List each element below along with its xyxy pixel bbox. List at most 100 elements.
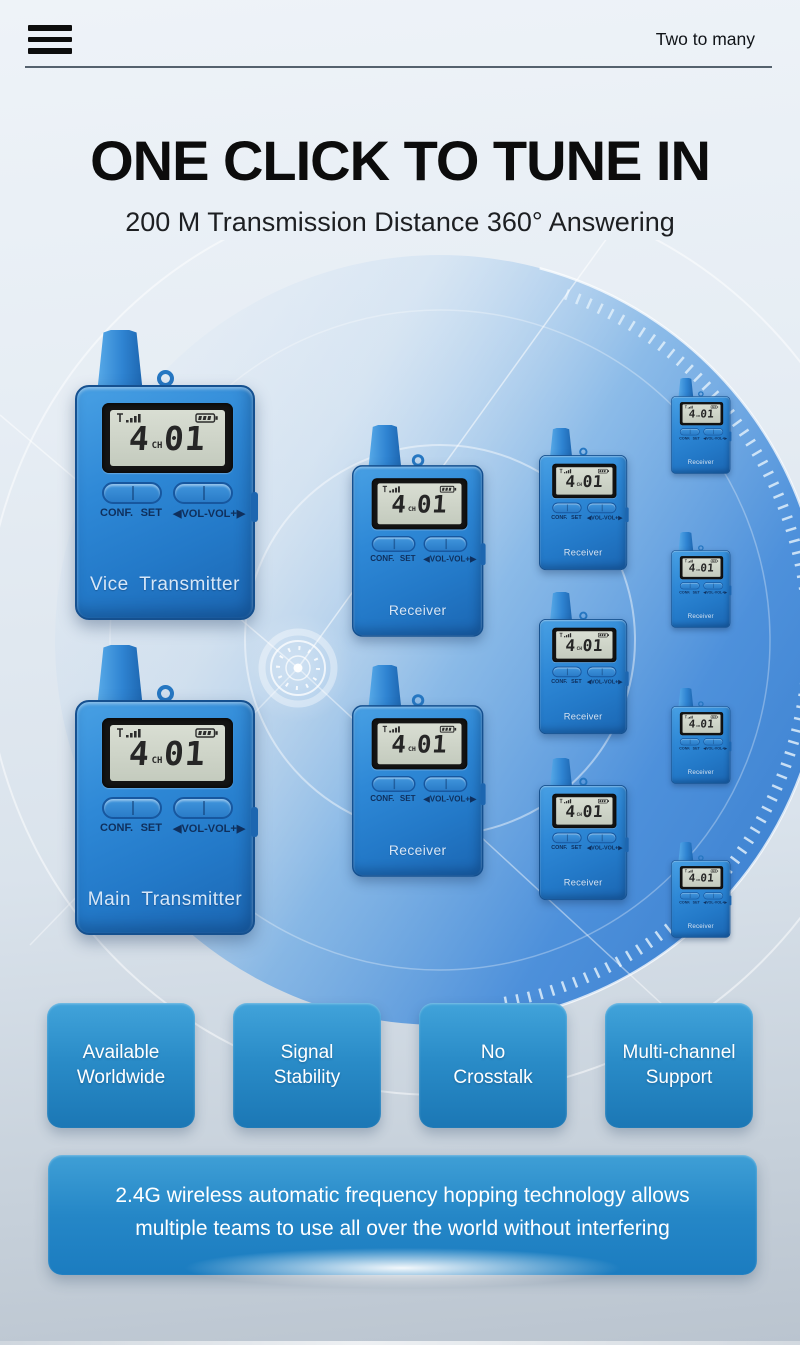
side-button xyxy=(729,895,732,906)
conf-set-button xyxy=(102,482,162,504)
device-label: Receiver xyxy=(687,922,714,930)
device-label: Main Transmitter xyxy=(87,889,243,910)
battery-icon xyxy=(597,632,610,638)
antenna xyxy=(549,428,573,460)
technology-banner: 2.4G wireless automatic frequency hoppin… xyxy=(48,1155,757,1289)
lanyard-loop xyxy=(411,694,425,707)
signal-strength-icon xyxy=(559,468,574,474)
lanyard-loop xyxy=(579,611,588,620)
header-tagline: Two to many xyxy=(655,29,755,49)
antenna xyxy=(549,592,573,624)
page-subtitle: 200 M Transmission Distance 360° Answeri… xyxy=(125,207,675,237)
side-button xyxy=(729,585,732,596)
lanyard-loop xyxy=(411,454,425,467)
signal-strength-icon xyxy=(684,869,695,873)
battery-icon xyxy=(710,869,719,873)
lanyard-loop xyxy=(698,855,704,861)
antenna xyxy=(549,758,573,790)
feature-cards: Available Worldwide Signal Stability No … xyxy=(0,1003,800,1128)
footer-strip xyxy=(0,1341,800,1345)
conf-set-button xyxy=(679,738,700,746)
battery-icon xyxy=(439,485,458,493)
button-labels: CONF.SET ◀VOL-VOL+▶ xyxy=(551,844,623,852)
device-label: Receiver xyxy=(388,843,447,859)
side-button xyxy=(625,671,629,687)
signal-strength-icon xyxy=(684,559,695,563)
signal-strength-icon xyxy=(559,798,574,804)
antenna xyxy=(678,532,694,554)
conf-set-button xyxy=(371,775,416,793)
menu-bar xyxy=(28,25,72,31)
lanyard-loop xyxy=(579,777,588,786)
page-title: ONE CLICK TO TUNE IN xyxy=(90,129,711,192)
volume-button xyxy=(703,892,724,900)
feature-card-available-worldwide: Available Worldwide xyxy=(47,1003,195,1128)
antenna xyxy=(97,645,143,709)
side-button xyxy=(251,492,258,522)
battery-icon xyxy=(195,728,219,738)
header-divider xyxy=(25,66,772,68)
volume-button xyxy=(173,797,233,819)
battery-icon xyxy=(597,468,610,474)
conf-set-button xyxy=(679,892,700,900)
device-label: Receiver xyxy=(687,768,714,776)
antenna xyxy=(678,378,694,400)
side-button xyxy=(729,431,732,442)
side-button xyxy=(480,543,486,566)
button-labels: CONF.SET ◀VOL-VOL+▶ xyxy=(551,678,623,686)
device-label: Receiver xyxy=(563,711,603,722)
hamburger-menu-icon[interactable] xyxy=(28,25,72,54)
side-button xyxy=(729,741,732,752)
banner-line-2: multiple teams to use all over the world… xyxy=(135,1216,670,1240)
battery-icon xyxy=(597,798,610,804)
conf-set-button xyxy=(552,502,582,514)
volume-button xyxy=(423,535,468,553)
antenna xyxy=(368,425,402,472)
conf-set-button xyxy=(552,832,582,844)
antenna xyxy=(97,330,143,394)
button-labels: CONF.SET ◀VOL-VOL+▶ xyxy=(679,436,728,441)
volume-button xyxy=(587,502,617,514)
antenna xyxy=(678,842,694,864)
battery-icon xyxy=(195,413,219,423)
banner-glow xyxy=(175,1247,630,1289)
button-labels: CONF.SET ◀VOL-VOL+▶ xyxy=(679,900,728,905)
button-labels: CONF.SET ◀VOL-VOL+▶ xyxy=(551,514,623,522)
feature-card-no-crosstalk: No Crosstalk xyxy=(419,1003,567,1128)
menu-bar xyxy=(28,36,72,42)
signal-strength-icon xyxy=(684,405,695,409)
conf-set-button xyxy=(679,582,700,590)
button-labels: CONF.SET ◀VOL-VOL+▶ xyxy=(100,822,246,835)
lanyard-loop xyxy=(698,545,704,551)
target-reticle-icon xyxy=(243,613,353,723)
conf-set-button xyxy=(552,666,582,678)
signal-strength-icon xyxy=(382,725,404,733)
volume-button xyxy=(423,775,468,793)
